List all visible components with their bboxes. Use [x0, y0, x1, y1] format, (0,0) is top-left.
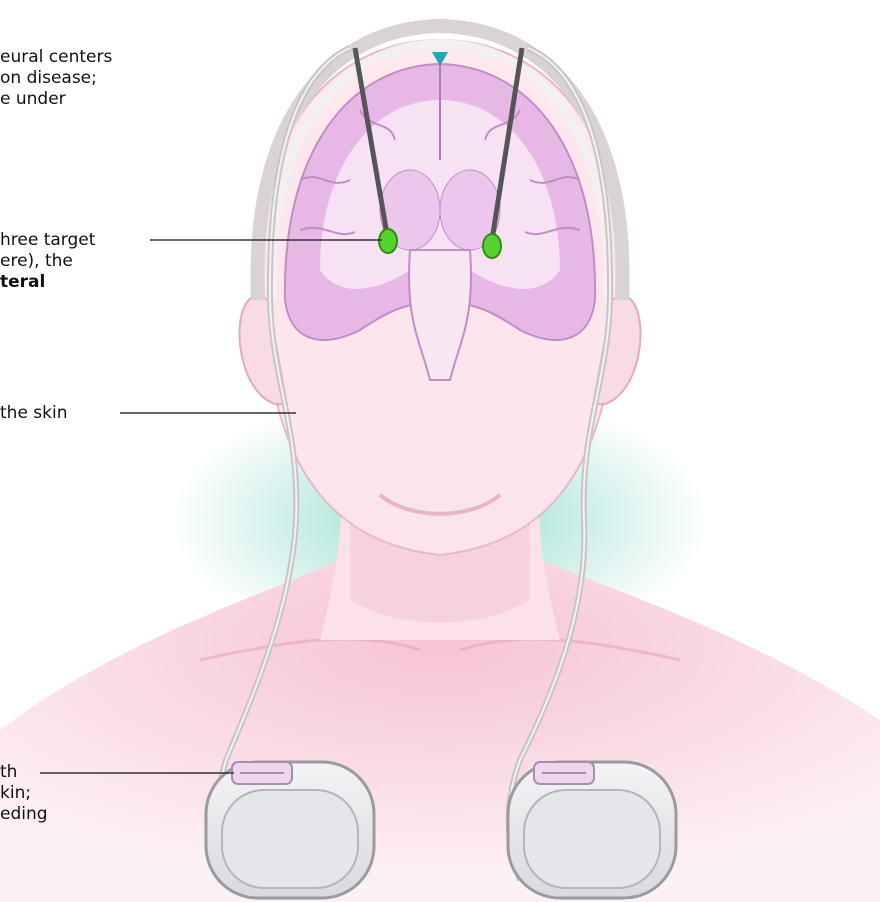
callout-top-line1: eural centers: [0, 47, 112, 68]
callout-pulse: th kin; eding: [0, 762, 48, 825]
callout-target: hree target ere), the teral: [0, 230, 95, 293]
callout-target-line1: hree target: [0, 230, 95, 251]
callout-skin-line1: the skin: [0, 403, 68, 424]
callout-top: eural centers on disease; e under: [0, 47, 112, 110]
callout-top-line3: e under: [0, 89, 112, 110]
right-pulse-generator-inner: [524, 790, 660, 888]
right-electrode-tip: [483, 234, 501, 258]
pulse-generator-icon: [508, 762, 676, 898]
callout-pulse-line1: th: [0, 762, 48, 783]
callout-target-line3: teral: [0, 272, 95, 293]
callout-pulse-line3: eding: [0, 804, 48, 825]
callout-top-line2: on disease;: [0, 68, 112, 89]
left-pulse-generator-inner: [222, 790, 358, 888]
callout-skin: the skin: [0, 403, 68, 424]
left-electrode-tip: [379, 229, 397, 253]
pulse-generator-icon: [206, 762, 374, 898]
callout-pulse-line2: kin;: [0, 783, 48, 804]
callout-target-line2: ere), the: [0, 251, 95, 272]
